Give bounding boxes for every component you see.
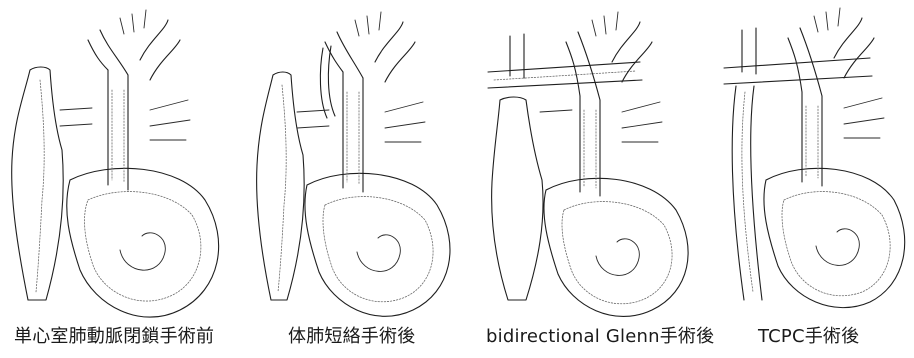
heart-illustration-after-glenn	[480, 0, 705, 320]
caption-after-glenn: bidirectional Glenn手術後	[486, 322, 714, 348]
caption-after-tcpc: TCPC手術後	[758, 322, 859, 348]
caption-pre-operative: 単心室肺動脈閉鎖手術前	[14, 322, 214, 348]
caption-after-shunt: 体肺短絡手術後	[288, 322, 415, 348]
panel-pre-operative: 単心室肺動脈閉鎖手術前	[0, 0, 230, 358]
heart-illustration-pre-operative	[0, 0, 230, 320]
panel-after-tcpc: TCPC手術後	[720, 0, 914, 358]
heart-illustration-after-shunt	[245, 0, 465, 320]
panel-after-glenn: bidirectional Glenn手術後	[480, 0, 705, 358]
heart-illustration-after-tcpc	[720, 0, 914, 320]
panel-after-shunt: 体肺短絡手術後	[245, 0, 465, 358]
